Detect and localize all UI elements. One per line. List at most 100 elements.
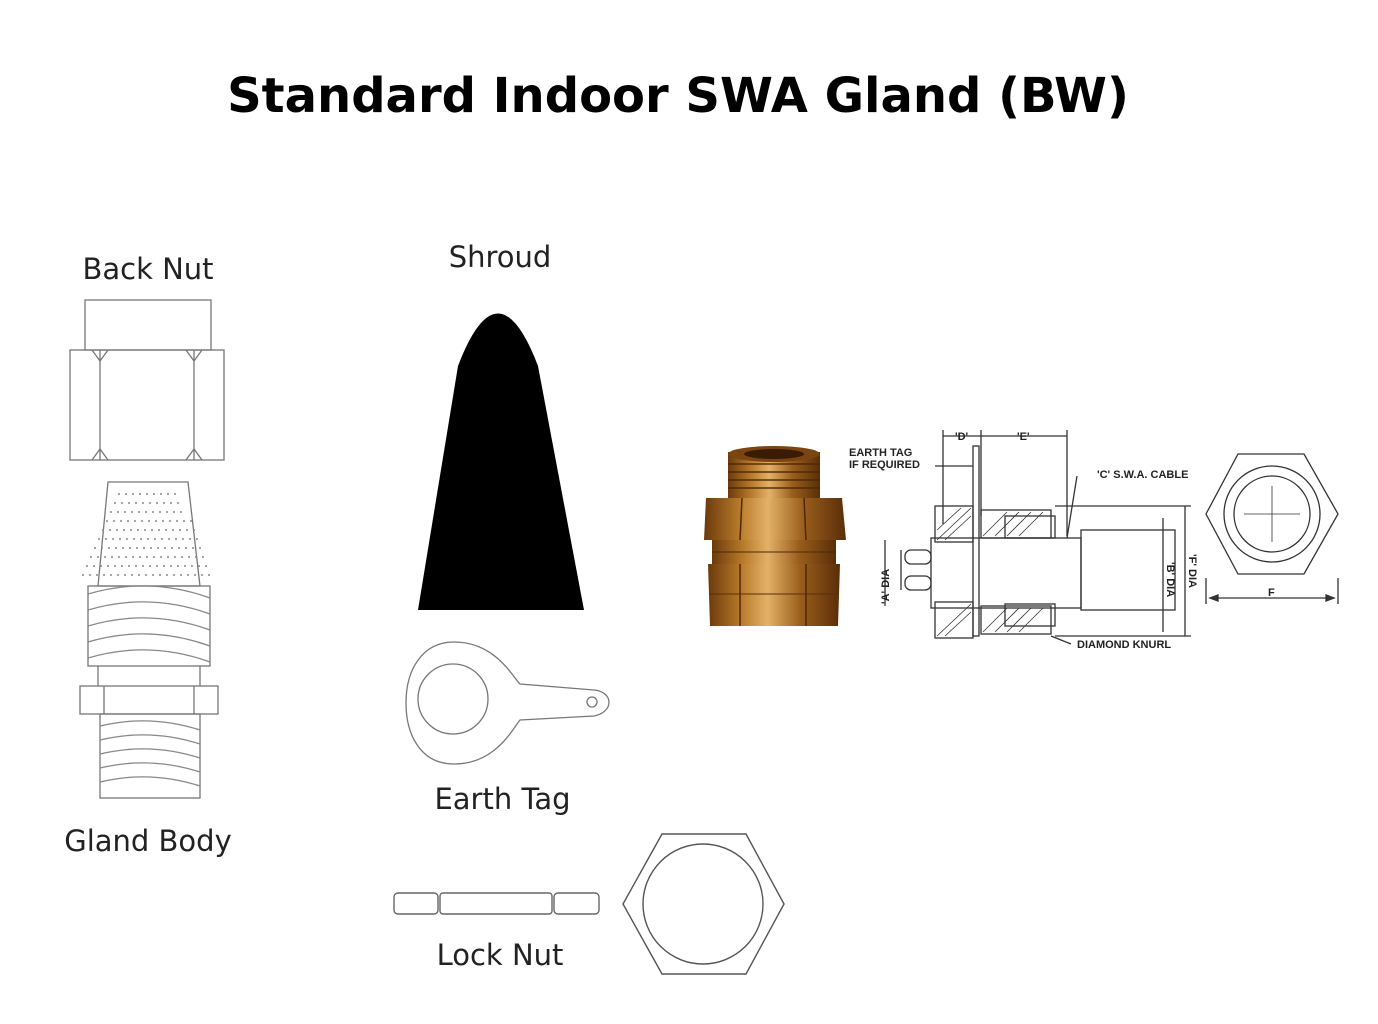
knurl-dot	[122, 547, 124, 549]
knurl-dot	[131, 574, 133, 576]
knurl-dot	[168, 538, 170, 540]
knurl-dot	[121, 502, 123, 504]
knurl-dot	[174, 556, 176, 558]
end-view-drawing: F	[1205, 453, 1339, 604]
knurl-dot	[182, 538, 184, 540]
knurl-dot	[111, 556, 113, 558]
knurl-dot	[144, 529, 146, 531]
knurl-dot	[100, 565, 102, 567]
knurl-dot	[109, 529, 111, 531]
knurl-dot	[181, 556, 183, 558]
knurl-dot	[107, 565, 109, 567]
knurl-dot	[193, 529, 195, 531]
knurl-dot	[150, 547, 152, 549]
knurl-dot	[119, 538, 121, 540]
knurl-dot	[86, 565, 88, 567]
knurl-dot	[134, 520, 136, 522]
brass-gland-photo	[704, 446, 846, 626]
knurl-dot	[198, 565, 200, 567]
knurl-dot	[190, 520, 192, 522]
knurl-dot	[138, 574, 140, 576]
knurl-dot	[180, 511, 182, 513]
gland-body-label: Gland Body	[64, 824, 232, 858]
knurl-dot	[166, 511, 168, 513]
knurl-dot	[112, 538, 114, 540]
knurl-dot	[114, 502, 116, 504]
knurl-dot	[118, 556, 120, 558]
knurl-dot	[98, 538, 100, 540]
knurl-dot	[178, 547, 180, 549]
knurl-dot	[199, 547, 201, 549]
knurl-dot	[170, 502, 172, 504]
knurl-dot	[124, 511, 126, 513]
knurl-dot	[135, 502, 137, 504]
knurl-dot	[145, 574, 147, 576]
knurl-dot	[116, 529, 118, 531]
knurl-dot	[152, 574, 154, 576]
knurl-dot	[138, 511, 140, 513]
knurl-dot	[170, 565, 172, 567]
dim-b-text: 'B' DIA	[1164, 562, 1176, 597]
knurl-dot	[169, 520, 171, 522]
knurl-dot	[125, 493, 127, 495]
knurl-dot	[114, 565, 116, 567]
knurl-dot	[153, 556, 155, 558]
knurl-dot	[159, 511, 161, 513]
knurl-dot	[167, 556, 169, 558]
shroud-label: Shroud	[448, 240, 552, 274]
knurl-dot	[97, 556, 99, 558]
knurl-dot	[145, 511, 147, 513]
knurl-note-text: DIAMOND KNURL	[1077, 639, 1171, 651]
knurl-dot	[172, 529, 174, 531]
knurl-dot	[123, 529, 125, 531]
knurl-dot	[173, 511, 175, 513]
knurl-dot	[157, 547, 159, 549]
knurl-dot	[93, 565, 95, 567]
knurl-dot	[94, 547, 96, 549]
knurl-dot	[183, 520, 185, 522]
knurl-dot	[156, 502, 158, 504]
earth-tag-note-line1: EARTH TAG	[849, 447, 912, 459]
knurl-dot	[121, 565, 123, 567]
knurl-dot	[179, 529, 181, 531]
knurl-dot	[143, 547, 145, 549]
knurl-dot	[186, 529, 188, 531]
knurl-dot	[192, 547, 194, 549]
section-drawing: EARTH TAG IF REQUIRED 'D' 'E' 'C' S.W.A.…	[849, 430, 1198, 651]
lock-nut-hex-drawing	[622, 833, 785, 975]
knurl-dot	[127, 520, 129, 522]
knurl-dot	[176, 520, 178, 522]
cable-note-text: 'C' S.W.A. CABLE	[1097, 469, 1188, 481]
knurl-dot	[133, 538, 135, 540]
dim-d-text: 'D'	[955, 431, 969, 443]
earth-tag-label: Earth Tag	[434, 782, 571, 816]
knurl-dot	[120, 520, 122, 522]
knurl-dot	[156, 565, 158, 567]
knurl-dot	[164, 547, 166, 549]
knurl-dot	[96, 574, 98, 576]
knurl-dot	[162, 520, 164, 522]
knurl-dot	[187, 574, 189, 576]
knurl-dot	[146, 493, 148, 495]
page-title: Standard Indoor SWA Gland (BW)	[227, 68, 1129, 124]
knurl-dot	[152, 511, 154, 513]
knurl-dot	[167, 493, 169, 495]
knurl-dot	[124, 574, 126, 576]
lock-nut-side-drawing	[393, 892, 600, 915]
knurl-dot	[130, 529, 132, 531]
knurl-dot	[159, 574, 161, 576]
knurl-dot	[196, 538, 198, 540]
knurl-dot	[177, 502, 179, 504]
knurl-dot	[194, 574, 196, 576]
knurl-dot	[148, 520, 150, 522]
knurl-dot	[103, 574, 105, 576]
knurl-dot	[142, 565, 144, 567]
knurl-dot	[104, 556, 106, 558]
knurl-dot	[125, 556, 127, 558]
earth-tag-drawing	[405, 641, 610, 765]
knurl-dot	[174, 493, 176, 495]
knurl-dot	[128, 502, 130, 504]
knurl-dot	[195, 556, 197, 558]
knurl-dot	[149, 502, 151, 504]
dim-a-text: 'A' DIA	[880, 569, 892, 604]
